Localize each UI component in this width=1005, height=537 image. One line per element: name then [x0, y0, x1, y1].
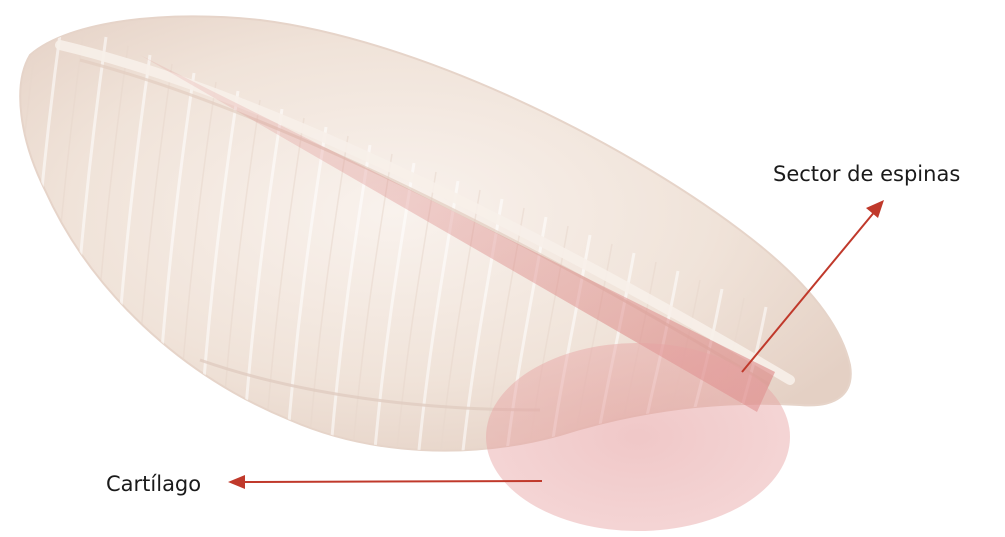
arrow-head	[866, 200, 884, 218]
arrow-head	[228, 475, 245, 489]
cartilage-highlight	[486, 343, 790, 531]
spine-sector-label: Sector de espinas	[773, 164, 960, 185]
cartilage-label: Cartílago	[106, 474, 201, 495]
cartilage-arrow	[228, 475, 542, 489]
